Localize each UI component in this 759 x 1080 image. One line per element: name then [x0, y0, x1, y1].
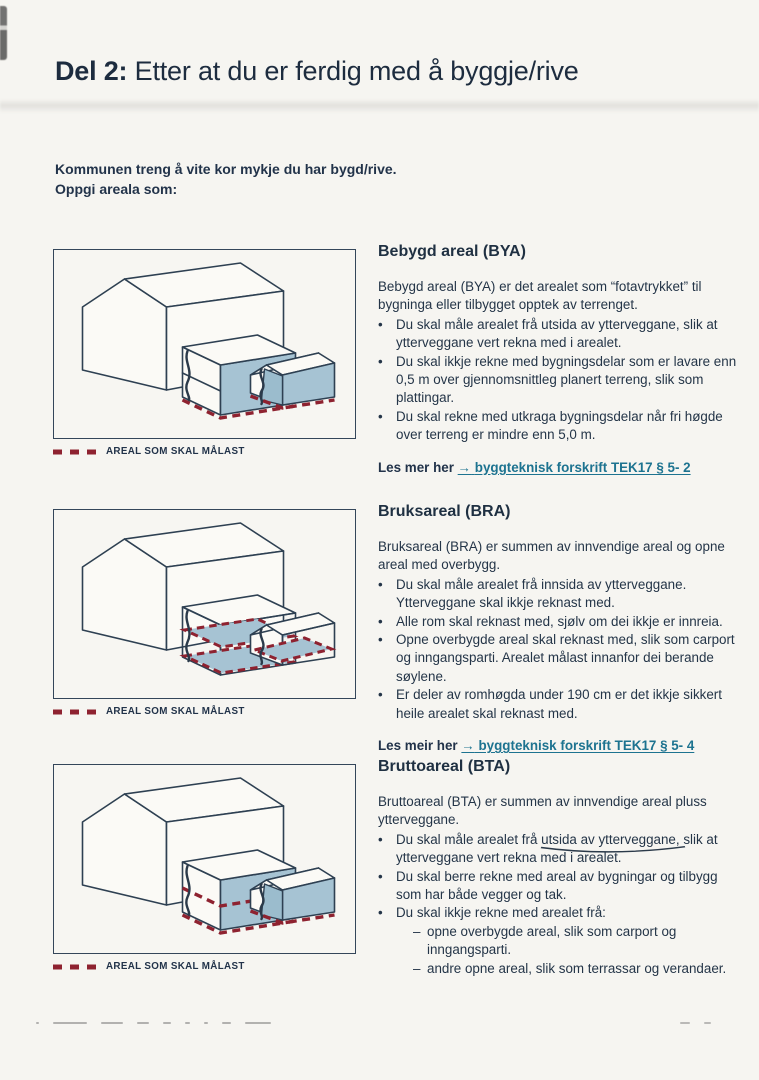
- arrow-icon: →: [457, 459, 472, 475]
- bullet-icon: •: [378, 353, 383, 369]
- bullet-item: •Alle rom skal reknast med, sjølv om dei…: [378, 613, 746, 631]
- read-more-line: Les meir her → byggteknisk forskrift TEK…: [378, 738, 695, 754]
- legend: AREAL SOM SKAL MÅLAST: [53, 706, 245, 717]
- bullet-icon: •: [378, 831, 383, 847]
- section-bruttoareal: AREAL SOM SKAL MÅLAST Bruttoareal (BTA) …: [0, 758, 759, 1013]
- bullet-item: •Du skal ikkje rekne med bygningsdelar s…: [378, 353, 746, 408]
- page-title-text: Etter at du er ferdig med å byggje/rive: [134, 56, 579, 87]
- bullet-icon: •: [378, 576, 383, 592]
- intro-line-1: Kommunen treng å vite kor mykje du har b…: [55, 161, 397, 177]
- dash-icon: –: [413, 923, 421, 939]
- illustration-bra: [53, 509, 356, 699]
- scan-corner-smudge: [0, 6, 7, 60]
- tek17-link[interactable]: → byggteknisk forskrift TEK17 § 5- 2: [457, 459, 691, 475]
- arrow-icon: →: [461, 738, 475, 754]
- measure-line: [249, 394, 335, 410]
- measure-line: [181, 913, 296, 935]
- bullet-icon: •: [378, 868, 383, 884]
- bullet-item: •Du skal måle arealet frå utsida av ytte…: [378, 316, 746, 353]
- bullet-icon: •: [378, 408, 383, 424]
- bullet-item: •Du skal måle arealet frå utsida av ytte…: [378, 831, 746, 868]
- bullet-icon: •: [378, 316, 383, 332]
- small-building: [249, 352, 336, 410]
- red-dash-icon: [53, 449, 97, 454]
- section-title: Bebygd areal (BYA): [378, 243, 526, 260]
- page-title: Del 2: Etter at du er ferdig med å byggj…: [55, 56, 579, 87]
- legend: AREAL SOM SKAL MÅLAST: [53, 961, 245, 972]
- dash-icon: –: [413, 960, 421, 976]
- read-more-line: Les mer her → byggteknisk forskrift TEK1…: [378, 459, 691, 475]
- bullet-icon: •: [378, 687, 383, 703]
- bullet-item: •Du skal måle arealet frå innsida av ytt…: [378, 576, 746, 613]
- section-intro: Bruksareal (BRA) er summen av innvendige…: [378, 539, 725, 573]
- section-title: Bruttoareal (BTA): [378, 758, 511, 775]
- bullet-item: •Er deler av romhøgda under 190 cm er de…: [378, 686, 746, 723]
- bullet-item: •Du skal ikkje rekne med arealet frå: –o…: [378, 904, 746, 978]
- section-bebygd-areal: AREAL SOM SKAL MÅLAST Bebygd areal (BYA)…: [0, 243, 759, 498]
- small-building: [249, 612, 337, 666]
- bullet-list: •Du skal måle arealet frå utsida av ytte…: [378, 316, 746, 445]
- sub-bullet-item: –andre opne areal, slik som terrassar og…: [413, 960, 746, 978]
- intro-text: Kommunen treng å vite kor mykje du har b…: [55, 159, 397, 199]
- measure-line: [181, 886, 296, 908]
- house-drawing-bra: [81, 522, 337, 676]
- floor-slab-measured: [249, 636, 337, 663]
- footer-smudge: [680, 1020, 711, 1026]
- bullet-list: •Du skal måle arealet frå utsida av ytte…: [378, 831, 746, 978]
- bullet-item: •Du skal rekne med utkraga bygningsdelar…: [378, 408, 746, 445]
- legend-label: AREAL SOM SKAL MÅLAST: [106, 706, 245, 717]
- section-intro: Bebygd areal (BYA) er det arealet som “f…: [378, 279, 702, 313]
- legend-label: AREAL SOM SKAL MÅLAST: [106, 446, 245, 457]
- house-drawing-bya: [81, 262, 336, 420]
- hand-underline-annotation: utsida av ytterveggane,: [540, 831, 686, 853]
- bullet-item: •Opne overbygde areal skal reknast med, …: [378, 631, 746, 686]
- section-text-bra: Bruksareal (BRA) Bruksareal (BRA) er sum…: [378, 503, 746, 753]
- house-drawing-bta: [81, 777, 336, 935]
- measure-line: [249, 909, 335, 925]
- legend-label: AREAL SOM SKAL MÅLAST: [106, 961, 245, 972]
- sub-bullet-item: –opne overbygde areal, slik som carport …: [413, 923, 746, 960]
- small-building: [249, 867, 336, 925]
- red-dash-icon: [53, 964, 97, 969]
- illustration-bta: [53, 764, 356, 954]
- hand-drawn-underline-icon: [540, 846, 686, 853]
- bullet-icon: •: [378, 632, 383, 648]
- section-bruksareal: AREAL SOM SKAL MÅLAST Bruksareal (BRA) B…: [0, 503, 759, 758]
- bullet-icon: •: [378, 613, 383, 629]
- section-intro: Bruttoareal (BTA) er summen av innvendig…: [378, 794, 707, 828]
- section-text-bta: Bruttoareal (BTA) Bruttoareal (BTA) er s…: [378, 758, 746, 978]
- bullet-icon: •: [378, 905, 383, 921]
- illustration-bya: [53, 249, 356, 439]
- bullet-item: •Du skal berre rekne med areal av bygnin…: [378, 868, 746, 905]
- bullet-list: •Du skal måle arealet frå innsida av ytt…: [378, 576, 746, 723]
- sub-bullet-list: –opne overbygde areal, slik som carport …: [396, 923, 746, 978]
- intro-line-2: Oppgi areala som:: [55, 181, 178, 197]
- tek17-link[interactable]: → byggteknisk forskrift TEK17 § 5- 4: [461, 738, 695, 754]
- red-dash-icon: [53, 709, 97, 714]
- footer-smudge: [36, 1020, 271, 1026]
- measure-line: [181, 398, 296, 420]
- page-title-prefix: Del 2:: [55, 56, 128, 87]
- section-title: Bruksareal (BRA): [378, 503, 511, 520]
- section-text-bya: Bebygd areal (BYA) Bebygd areal (BYA) er…: [378, 243, 746, 475]
- legend: AREAL SOM SKAL MÅLAST: [53, 446, 245, 457]
- scan-artifact-band: [0, 99, 759, 113]
